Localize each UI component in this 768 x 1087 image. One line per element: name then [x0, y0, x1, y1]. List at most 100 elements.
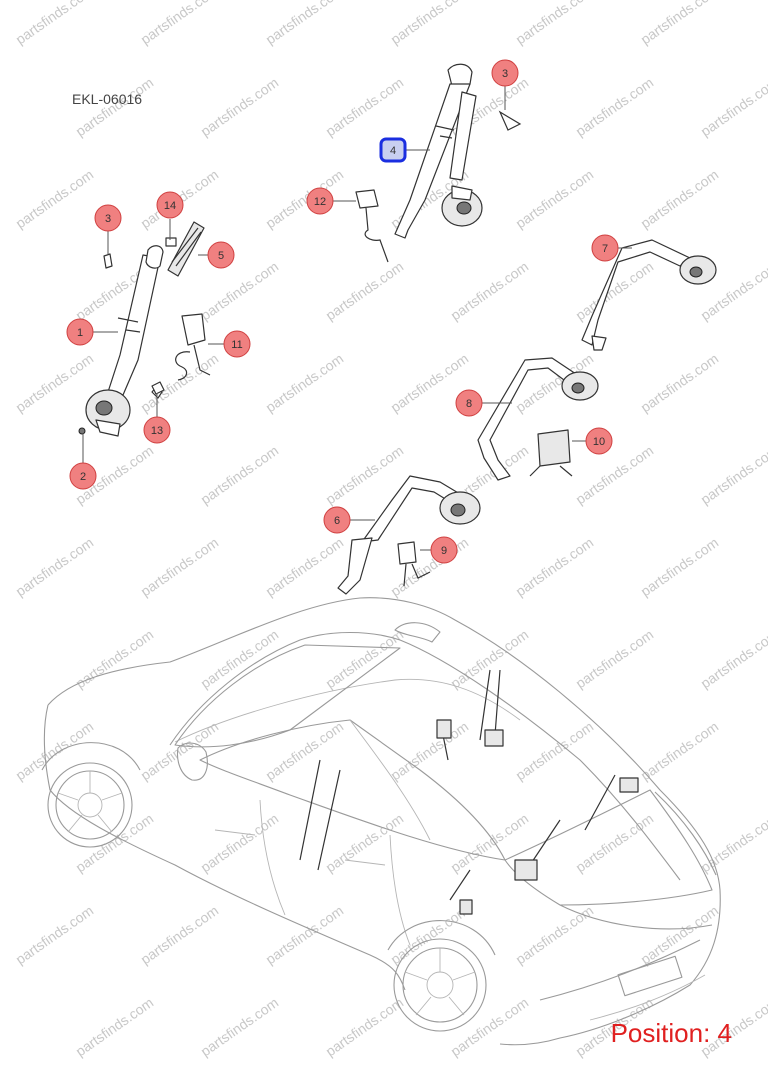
callout-7[interactable]: 7: [591, 234, 619, 262]
part-buckle-12: [355, 189, 389, 263]
watermark-text: partsfinds.com: [323, 74, 407, 139]
watermark-text: partsfinds.com: [138, 0, 222, 47]
watermark-text: partsfinds.com: [263, 718, 347, 783]
svg-text:8: 8: [466, 398, 472, 410]
svg-text:6: 6: [334, 515, 340, 527]
watermark-text: partsfinds.com: [513, 718, 597, 783]
watermark-text: partsfinds.com: [263, 166, 347, 231]
watermark-text: partsfinds.com: [698, 626, 768, 691]
svg-text:12: 12: [314, 196, 326, 208]
watermark-text: partsfinds.com: [263, 534, 347, 599]
part-rear-seatbelt-7: [581, 239, 717, 351]
part-b-pillar-seatbelt: [394, 63, 483, 239]
watermark-text: partsfinds.com: [573, 74, 657, 139]
svg-text:9: 9: [441, 545, 447, 557]
callout-8[interactable]: 8: [455, 389, 483, 417]
part-rear-seatbelt-6: [337, 475, 481, 595]
svg-text:13: 13: [151, 425, 163, 437]
watermark-text: partsfinds.com: [638, 902, 722, 967]
watermark-text: partsfinds.com: [323, 810, 407, 875]
watermark-text: partsfinds.com: [13, 902, 97, 967]
watermark-text: partsfinds.com: [388, 0, 472, 47]
watermark-text: partsfinds.com: [13, 718, 97, 783]
callout-2[interactable]: 2: [69, 462, 97, 490]
part-buckle-10: [529, 429, 573, 477]
watermark-text: partsfinds.com: [13, 166, 97, 231]
watermark-text: partsfinds.com: [138, 718, 222, 783]
watermark-text: partsfinds.com: [323, 626, 407, 691]
part-buckle-9: [397, 541, 431, 587]
watermark-text: partsfinds.com: [698, 442, 768, 507]
watermark-text: partsfinds.com: [198, 626, 282, 691]
watermark-text: partsfinds.com: [73, 810, 157, 875]
svg-text:7: 7: [602, 243, 608, 255]
watermark-text: partsfinds.com: [448, 626, 532, 691]
watermark-text: partsfinds.com: [638, 718, 722, 783]
part-bolt-14: [165, 237, 177, 247]
watermark-text: partsfinds.com: [73, 626, 157, 691]
watermark-text: partsfinds.com: [698, 74, 768, 139]
watermark-text: partsfinds.com: [263, 350, 347, 415]
watermark-text: partsfinds.com: [573, 810, 657, 875]
callout-12[interactable]: 12: [306, 187, 334, 215]
watermark-text: partsfinds.com: [513, 0, 597, 47]
watermark-text: partsfinds.com: [448, 258, 532, 323]
position-indicator: Position: 4: [611, 1018, 732, 1048]
part-bolt-left: [103, 253, 113, 269]
watermark-text: partsfinds.com: [138, 534, 222, 599]
svg-text:1: 1: [77, 327, 83, 339]
vehicle-outline: [41, 597, 721, 1046]
watermark-text: partsfinds.com: [198, 258, 282, 323]
part-height-adjuster: [167, 221, 205, 277]
watermark-text: partsfinds.com: [323, 994, 407, 1059]
watermark-text: partsfinds.com: [73, 994, 157, 1059]
watermark-text: partsfinds.com: [263, 902, 347, 967]
svg-text:4: 4: [390, 145, 396, 157]
callout-6[interactable]: 6: [323, 506, 351, 534]
watermark-text: partsfinds.com: [388, 718, 472, 783]
svg-text:3: 3: [502, 68, 508, 80]
callout-9[interactable]: 9: [430, 536, 458, 564]
watermark-text: partsfinds.com: [698, 810, 768, 875]
callout-14[interactable]: 14: [156, 191, 184, 219]
part-hook-right: [498, 110, 522, 131]
watermark-text: partsfinds.com: [573, 626, 657, 691]
watermark-text: partsfinds.com: [638, 0, 722, 47]
watermark-text: partsfinds.com: [513, 902, 597, 967]
watermark-text: partsfinds.com: [513, 166, 597, 231]
callout-1[interactable]: 1: [66, 318, 94, 346]
callout-5[interactable]: 5: [207, 241, 235, 269]
callout-3-left[interactable]: 3: [94, 204, 122, 232]
diagram-code: EKL-06016: [72, 91, 142, 107]
callout-13[interactable]: 13: [143, 416, 171, 444]
svg-text:3: 3: [105, 213, 111, 225]
part-rear-seatbelt-8: [477, 357, 599, 481]
callout-11[interactable]: 11: [223, 330, 251, 358]
watermark-text: partsfinds.com: [13, 534, 97, 599]
svg-text:5: 5: [218, 250, 224, 262]
watermark-text: partsfinds.com: [13, 0, 97, 47]
part-bolt-13: [151, 381, 165, 395]
watermark-text: partsfinds.com: [263, 0, 347, 47]
svg-text:11: 11: [231, 339, 242, 351]
watermark-text: partsfinds.com: [573, 442, 657, 507]
watermark-text: partsfinds.com: [513, 534, 597, 599]
watermark-text: partsfinds.com: [638, 350, 722, 415]
watermark-text: partsfinds.com: [198, 442, 282, 507]
leader-lines: [82, 86, 632, 551]
callout-3-right[interactable]: 3: [491, 59, 519, 87]
watermark-text: partsfinds.com: [323, 258, 407, 323]
svg-text:10: 10: [593, 436, 605, 448]
part-front-seatbelt-assembly: [78, 245, 164, 437]
watermark-text: partsfinds.com: [198, 74, 282, 139]
watermark-text: partsfinds.com: [198, 994, 282, 1059]
watermark-text: partsfinds.com: [638, 534, 722, 599]
callout-4-selected[interactable]: 4: [379, 137, 407, 163]
svg-text:14: 14: [164, 200, 176, 212]
callout-layer: 1 2 3 3 4 5 6 7: [66, 59, 619, 564]
part-buckle-11: [175, 313, 211, 381]
callout-10[interactable]: 10: [585, 427, 613, 455]
watermark-text: partsfinds.com: [138, 350, 222, 415]
watermark-text: partsfinds.com: [138, 902, 222, 967]
